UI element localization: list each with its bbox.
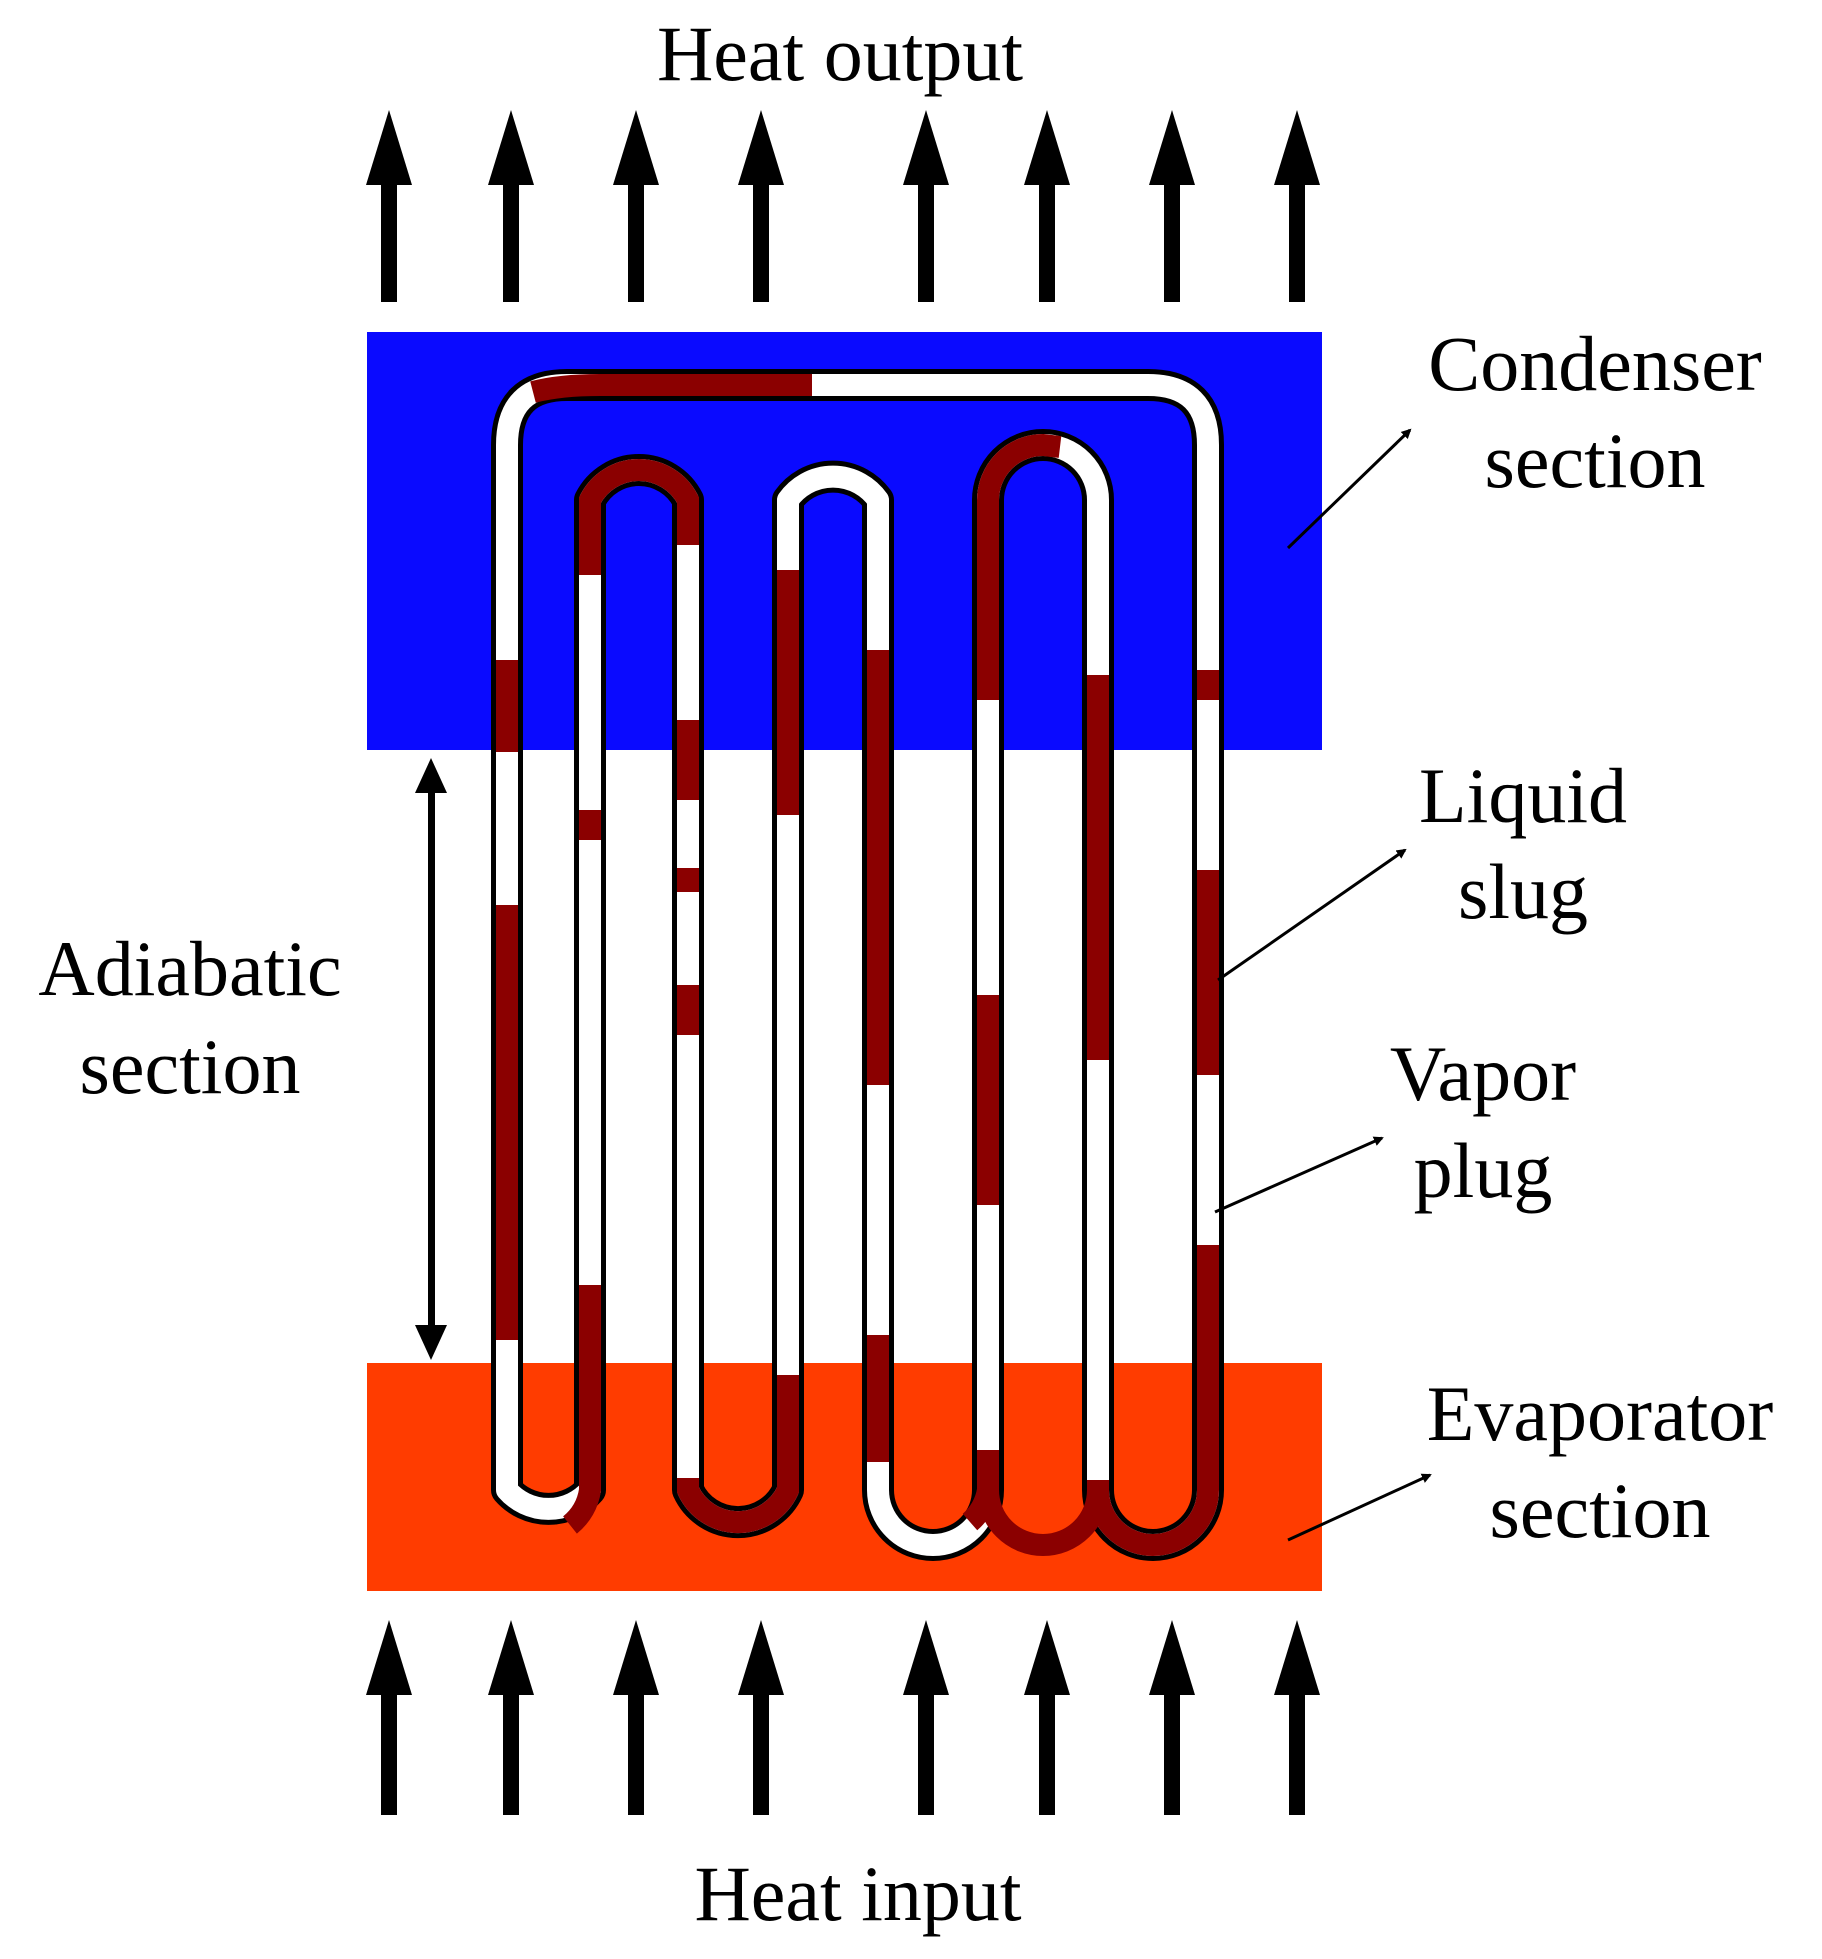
heat-output-arrow (1149, 110, 1195, 302)
heat-input-arrow (488, 1620, 534, 1815)
heat-output-label: Heat output (657, 10, 1023, 97)
adiabatic-label-line2: section (80, 1023, 301, 1110)
heat-output-arrow (613, 110, 659, 302)
vapor-plug-label-line1: Vapor (1390, 1030, 1576, 1117)
vapor-plug-pointer (1214, 1136, 1384, 1214)
liquid-slug (977, 433, 1062, 700)
adiabatic-range-arrow (415, 758, 447, 1360)
heat-output-arrow (1274, 110, 1320, 302)
heat-input-arrow (366, 1620, 412, 1815)
liquid-slugs (496, 374, 1219, 1556)
evaporator-label-line1: Evaporator (1427, 1370, 1774, 1457)
heat-input-arrow (613, 1620, 659, 1815)
liquid-slug (1087, 1489, 1219, 1556)
heat-output-arrows (366, 110, 1320, 302)
liquid-slug (962, 1487, 999, 1531)
heat-input-label: Heat input (694, 1850, 1021, 1937)
heat-output-arrow (738, 110, 784, 302)
heat-output-arrow (488, 110, 534, 302)
vapor-plug-label-line2: plug (1414, 1127, 1553, 1214)
liquid-slug (562, 1285, 601, 1534)
liquid-slug-label-line1: Liquid (1419, 752, 1627, 839)
condenser-label-line2: section (1485, 417, 1706, 504)
evaporator-label-line2: section (1490, 1467, 1711, 1554)
heat-output-arrow (1024, 110, 1070, 302)
heat-input-arrows (366, 1620, 1320, 1815)
condenser-label-line1: Condenser (1428, 320, 1762, 407)
heat-input-arrow (1274, 1620, 1320, 1815)
liquid-slug (579, 458, 699, 575)
heat-output-arrow (903, 110, 949, 302)
liquid-slug (677, 1375, 799, 1534)
heat-output-arrow (366, 110, 412, 302)
heat-input-arrow (903, 1620, 949, 1815)
heat-input-arrow (1024, 1620, 1070, 1815)
heat-input-arrow (738, 1620, 784, 1815)
liquid-slug-label-line2: slug (1458, 848, 1588, 935)
heat-input-arrow (1149, 1620, 1195, 1815)
evaporator-pointer (1287, 1473, 1432, 1542)
condenser-pointer (1286, 428, 1412, 550)
liquid-slug-pointer (1217, 848, 1407, 982)
liquid-slug (530, 374, 812, 403)
adiabatic-label-line1: Adiabatic (38, 925, 341, 1012)
